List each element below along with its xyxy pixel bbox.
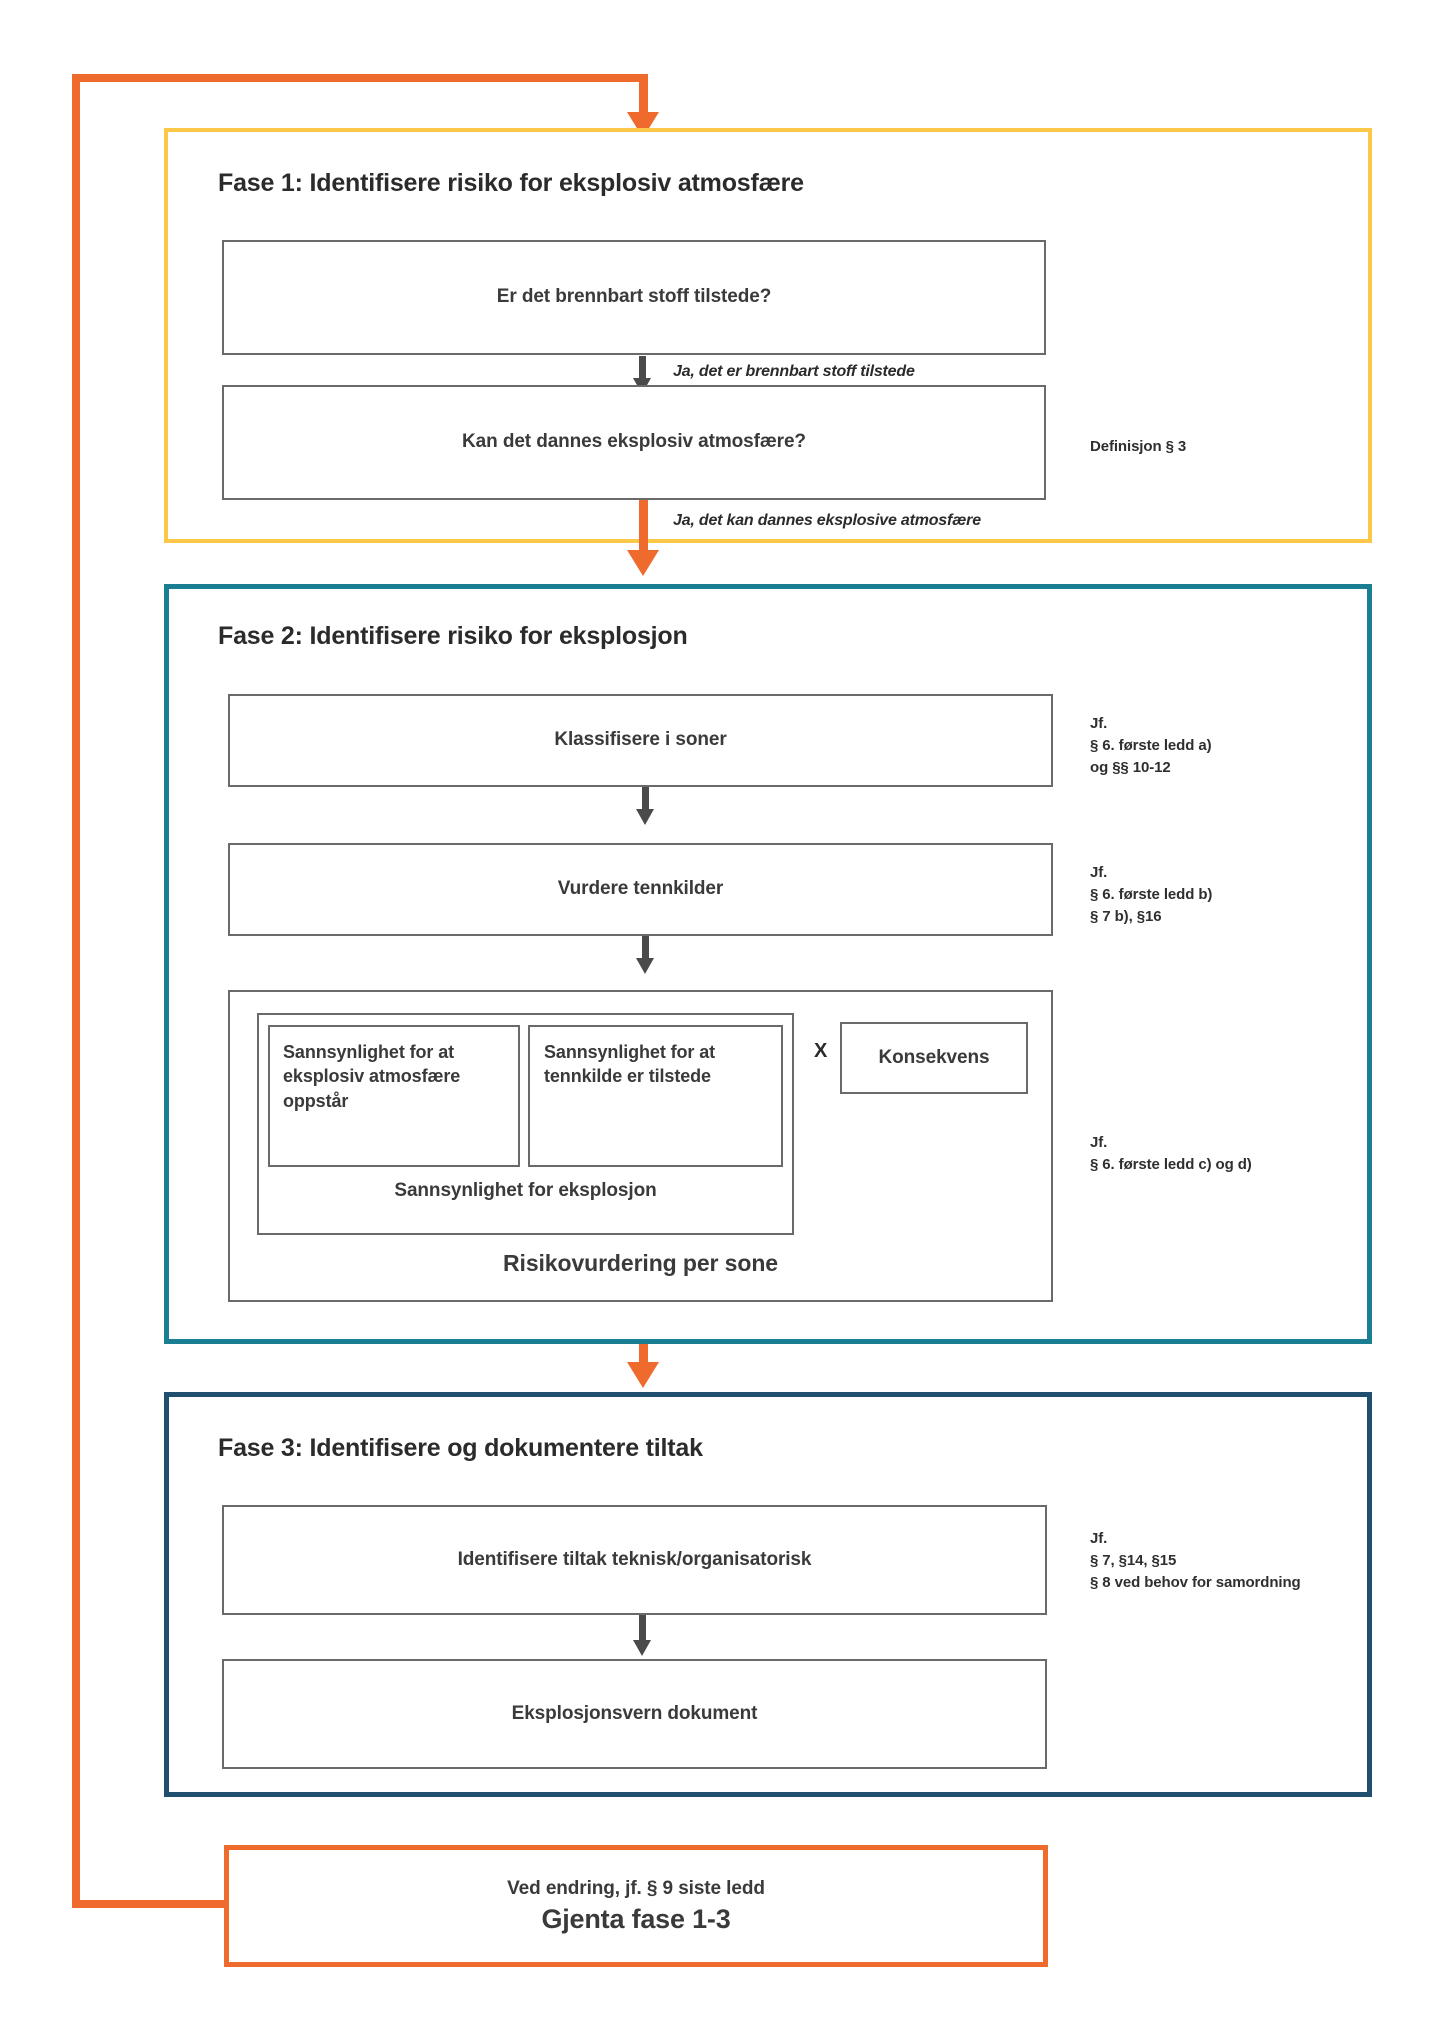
phase-2-box-klassifisere-soner: Klassifisere i soner (228, 694, 1053, 787)
phase-2-arrow-2-head (636, 958, 654, 974)
phase-2-title: Fase 2: Identifisere risiko for eksplosj… (218, 622, 688, 650)
probability-of-explosion-label: Sannsynlighet for eksplosjon (394, 1180, 657, 1201)
phase-2-box-vurdere-tennkilder: Vurdere tennkilder (228, 843, 1053, 936)
phase-3-box-1-label: Identifisere tiltak teknisk/organisatori… (457, 1548, 812, 1570)
phase-3-reference: Jf. § 7, §14, §15 § 8 ved behov for samo… (1090, 1530, 1301, 1591)
multiplication-operator: X (814, 1040, 828, 1062)
phase-3-box-2-label: Eksplosjonsvern dokument (511, 1702, 758, 1724)
phase-2-arrow-1-head (636, 809, 654, 825)
loop-top-horizontal-line (72, 74, 647, 82)
phase-1-box-eksplosiv-atmosfare: Kan det dannes eksplosiv atmosfære? (222, 385, 1046, 500)
phase-3-box-identifisere-tiltak: Identifisere tiltak teknisk/organisatori… (222, 1505, 1047, 1615)
phase-2-reference-1: Jf. § 6. første ledd a) og §§ 10-12 (1090, 715, 1212, 776)
loop-left-vertical-line (72, 74, 80, 1908)
phase-1-box-brennbart-stoff: Er det brennbart stoff tilstede? (222, 240, 1046, 355)
phase1-to-phase2-arrowhead (627, 550, 659, 576)
phase-2-box-2-label: Vurdere tennkilder (557, 878, 724, 900)
phase-1-box-1-label: Er det brennbart stoff tilstede? (496, 286, 772, 308)
phase-1-reference: Definisjon § 3 (1090, 438, 1187, 455)
phase2-to-phase3-arrowhead (627, 1362, 659, 1388)
loop-entry-stem (639, 74, 648, 116)
factor-a-label: Sannsynlighet for at eksplosiv atmosfære… (283, 1042, 461, 1111)
phase-1-box-2-label: Kan det dannes eksplosiv atmosfære? (462, 431, 806, 453)
repeat-box-line-2: Gjenta fase 1-3 (541, 1903, 731, 1934)
repeat-phases-box: Ved endring, jf. § 9 siste ledd Gjenta f… (224, 1845, 1048, 1967)
phase-1-title: Fase 1: Identifisere risiko for eksplosi… (218, 169, 804, 197)
consequence-label: Konsekvens (878, 1046, 990, 1068)
loop-bottom-horizontal-line (72, 1900, 228, 1908)
factor-a-box (268, 1025, 520, 1167)
repeat-box-line-1: Ved endring, jf. § 9 siste ledd (507, 1877, 765, 1899)
risk-per-zone-label: Risikovurdering per sone (503, 1250, 778, 1276)
phase-3-title: Fase 3: Identifisere og dokumentere tilt… (218, 1434, 703, 1462)
phase-3-arrow-1-stem (639, 1615, 646, 1643)
phase-1-arrow-1-stem (639, 356, 646, 380)
phase-2-reference-2: Jf. § 6. første ledd b) § 7 b), §16 (1090, 864, 1213, 925)
factor-b-box (528, 1025, 783, 1167)
consequence-box: Konsekvens (840, 1022, 1028, 1094)
phase-2-reference-3: Jf. § 6. første ledd c) og d) (1090, 1134, 1252, 1173)
phase-3-box-eksplosjonsvern-dokument: Eksplosjonsvern dokument (222, 1659, 1047, 1769)
phase-3-arrow-1-head (633, 1640, 651, 1656)
phase-1-edge-label-1: Ja, det er brennbart stoff tilstede (673, 363, 915, 380)
phase-2-arrow-1-stem (642, 787, 649, 811)
phase-2-arrow-2-stem (642, 936, 649, 960)
phase-2-box-1-label: Klassifisere i soner (554, 729, 727, 751)
phase-1-edge-label-2: Ja, det kan dannes eksplosive atmosfære (673, 512, 981, 529)
phase1-to-phase2-stem (639, 500, 648, 554)
factor-b-label: Sannsynlighet for at tennkilde er tilste… (544, 1042, 716, 1087)
